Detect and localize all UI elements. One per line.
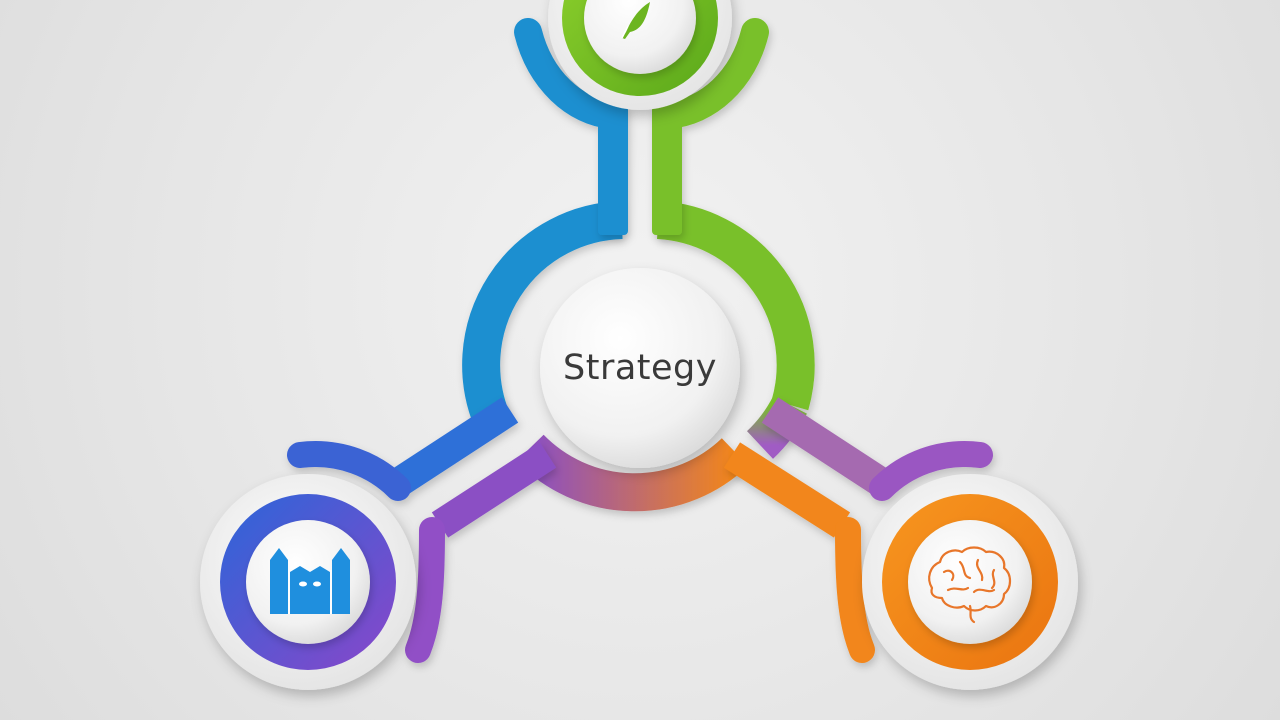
- feather-icon: [621, 2, 650, 39]
- top-node: [548, 0, 732, 110]
- top-connector: [514, 18, 769, 235]
- castle-icon: [270, 548, 350, 614]
- center-label: Strategy: [563, 348, 717, 388]
- center-hub: [540, 268, 740, 468]
- right-connector: [723, 397, 993, 663]
- left-connector: [287, 397, 557, 663]
- brain-icon: [928, 546, 1012, 624]
- left-node: [200, 474, 416, 690]
- right-node: [862, 474, 1078, 690]
